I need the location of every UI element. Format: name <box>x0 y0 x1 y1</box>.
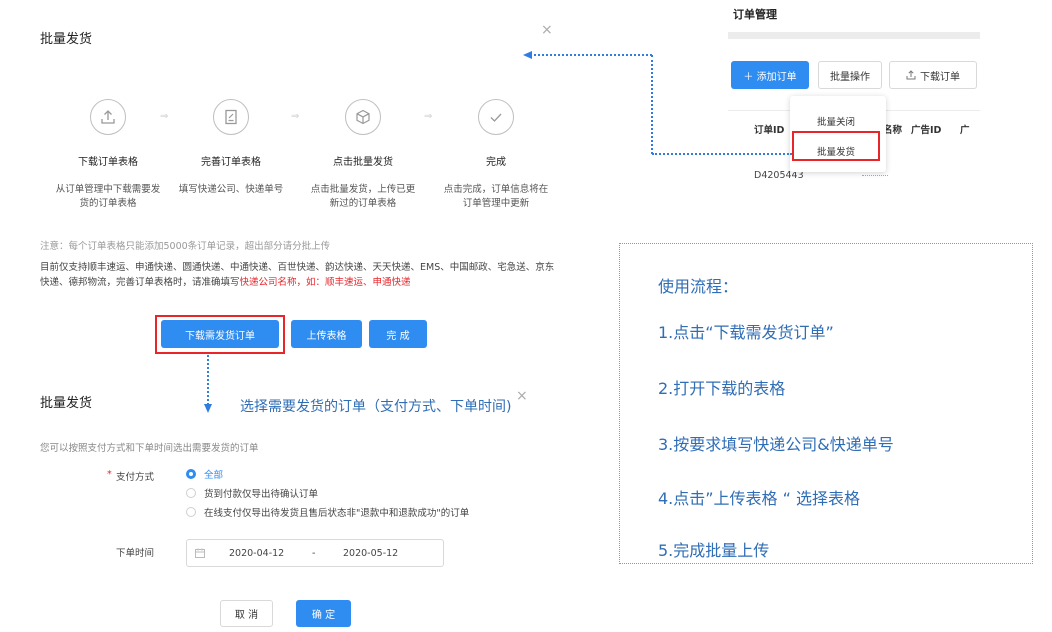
guide-step: 4.点击”上传表格 “ 选择表格 <box>658 489 861 508</box>
download-order-button[interactable]: 下载订单 <box>889 61 977 89</box>
panel-divider <box>728 32 980 39</box>
step-desc: 从订单管理中下载需要发货的订单表格 <box>55 184 161 209</box>
radio-all[interactable] <box>186 469 196 479</box>
annotation-text: 选择需要发货的订单（支付方式、下单时间) <box>240 399 512 415</box>
highlight-frame <box>792 131 880 161</box>
box-icon <box>345 99 381 135</box>
radio-cod-label: 货到付款仅导出待确认订单 <box>204 489 319 500</box>
step-title: 点击批量发货 <box>333 157 393 168</box>
upload-sheet-button[interactable]: 上传表格 <box>291 320 362 348</box>
guide-step: 3.按要求填写快递公司&快递单号 <box>658 435 894 454</box>
arrow-left-icon <box>523 51 532 59</box>
connector-line <box>207 355 209 405</box>
connector-line <box>652 153 792 155</box>
filter-hint: 您可以按照支付方式和下单时间选出需要发货的订单 <box>40 443 259 454</box>
required-mark: * <box>107 469 112 480</box>
step-arrow: ⇒ <box>291 111 300 122</box>
dialog-title: 批量发货 <box>40 396 93 411</box>
column-ad: 广 <box>960 125 970 136</box>
truncated-link <box>862 168 888 176</box>
radio-online-label: 在线支付仅导出待发货且售后状态非"退款中和退款成功"的订单 <box>204 508 470 519</box>
guide-step: 2.打开下载的表格 <box>658 379 786 398</box>
download-order-label: 下载订单 <box>920 71 960 83</box>
highlight-frame <box>155 315 285 354</box>
menu-item-batch-ship[interactable]: 批量发货 <box>817 147 856 158</box>
supported-couriers-list: 目前仅支持顺丰速运、申通快递、圆通快递、中通快递、百世快递、韵达快递、天天快递、… <box>40 262 555 288</box>
step-arrow: ⇒ <box>424 111 433 122</box>
payment-method-label: 支付方式 <box>116 472 155 483</box>
column-order-id: 订单ID <box>754 125 785 136</box>
upload-icon <box>906 70 916 80</box>
column-name: 名称 <box>883 125 903 136</box>
step-desc: 点击批量发货，上传已更新过的订单表格 <box>310 184 416 209</box>
usage-guide-box <box>619 243 1033 564</box>
panel-title: 订单管理 <box>733 8 777 21</box>
guide-step: 5.完成批量上传 <box>658 541 770 560</box>
cancel-button[interactable]: 取 消 <box>220 600 273 627</box>
connector-line <box>651 55 653 154</box>
download-orders-button[interactable]: 下载需发货订单 <box>161 320 279 348</box>
add-order-button[interactable]: ＋ 添加订单 <box>731 61 809 89</box>
arrow-down-icon <box>204 404 212 413</box>
supported-couriers-text: 目前仅支持顺丰速运、申通快递、圆通快递、中通快递、百世快递、韵达快递、天天快递、… <box>40 260 560 290</box>
step-desc: 填写快递公司、快递单号 <box>178 184 284 195</box>
step-arrow: ⇒ <box>160 111 169 122</box>
range-separator: - <box>312 548 316 559</box>
end-date: 2020-05-12 <box>343 548 399 559</box>
close-icon[interactable]: × <box>516 388 528 404</box>
check-icon <box>478 99 514 135</box>
step-title: 下载订单表格 <box>78 157 138 168</box>
close-icon[interactable]: × <box>541 22 553 38</box>
connector-line <box>530 54 652 56</box>
radio-online[interactable] <box>186 507 196 517</box>
radio-cod[interactable] <box>186 488 196 498</box>
batch-operations-button[interactable]: 批量操作 <box>818 61 882 89</box>
column-ad-id: 广告ID <box>911 125 942 136</box>
guide-step: 1.点击“下载需发货订单” <box>658 323 834 342</box>
edit-document-icon <box>213 99 249 135</box>
step-desc: 点击完成，订单信息将在订单管理中更新 <box>443 184 549 209</box>
confirm-button[interactable]: 确 定 <box>296 600 351 627</box>
order-time-label: 下单时间 <box>116 548 155 559</box>
calendar-icon <box>195 548 205 558</box>
order-id-cell: D4205443 <box>754 170 804 181</box>
guide-title: 使用流程： <box>658 277 739 296</box>
done-button[interactable]: 完 成 <box>369 320 427 348</box>
upload-icon <box>90 99 126 135</box>
radio-all-label: 全部 <box>204 470 224 481</box>
menu-item-batch-close[interactable]: 批量关闭 <box>817 117 856 128</box>
courier-name-highlight: 快递公司名称，如：顺丰速运、申通快递 <box>239 277 411 288</box>
step-title: 完善订单表格 <box>201 157 261 168</box>
dialog-title: 批量发货 <box>40 32 93 47</box>
upload-limit-note: 注意：每个订单表格只能添加5000条订单记录，超出部分请分批上传 <box>40 241 331 252</box>
date-range-picker[interactable]: 2020-04-12 - 2020-05-12 <box>186 539 444 567</box>
start-date: 2020-04-12 <box>229 548 285 559</box>
step-title: 完成 <box>486 157 506 168</box>
